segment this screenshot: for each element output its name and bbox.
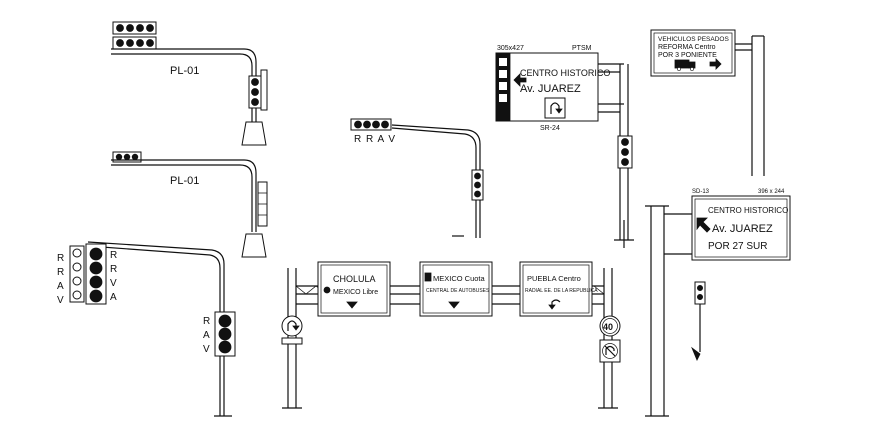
arrow-right-icon xyxy=(513,73,527,87)
arrow-down-icon xyxy=(448,301,460,309)
gantry-sign3-line1: PUEBLA Centro xyxy=(527,274,581,283)
letter-v-2: V xyxy=(110,278,117,289)
u-turn-icon xyxy=(544,97,566,119)
signal-head-vertical xyxy=(248,69,268,111)
sr24-line1: CENTRO HISTORICO xyxy=(520,68,610,78)
letter-r-3: R xyxy=(110,250,117,261)
sign-sr24-structure: CENTRO HISTORICO Av. JUAREZ 305x427 PTSM… xyxy=(495,45,634,248)
u-turn-icon xyxy=(548,299,561,310)
letter-a-3: A xyxy=(203,330,210,341)
no-u-turn-icon xyxy=(599,339,621,363)
gantry-sign2-line2: CENTRAL DE AUTOBUSES xyxy=(426,288,490,294)
truck-line2: REFORMA Centro xyxy=(658,44,716,51)
sd13-code: SD-13 xyxy=(692,189,710,195)
sd13-size: 396 x 244 xyxy=(758,189,785,195)
pole-bottom-left: R R A V R R V A R A V xyxy=(57,241,236,417)
gantry-sign1-line1: CHOLULA xyxy=(333,274,376,284)
pedestrian-signal xyxy=(691,281,706,361)
arrow-up-left-icon xyxy=(696,217,711,233)
pole-center-rrav: R R A V xyxy=(350,118,484,238)
pole-label-middle: PL-01 xyxy=(170,175,199,187)
sd13-line2: Av. JUAREZ xyxy=(712,223,773,235)
arrow-right-icon xyxy=(709,58,722,70)
pole-pl01-top: PL-01 xyxy=(111,21,268,146)
sign-sd13-structure: SD-13 396 x 244 CENTRO HISTORICO Av. JUA… xyxy=(645,189,791,417)
gantry-sign3-line2: RADIAL EE. DE LA REPUBLICA xyxy=(525,288,598,294)
gantry-sign1-line2: MEXICO Libre xyxy=(333,289,378,296)
pole-label-top: PL-01 xyxy=(170,65,199,77)
sr24-code-right: PTSM xyxy=(572,45,592,52)
letter-r-2: R xyxy=(57,267,64,278)
letter-a-2: A xyxy=(110,292,117,303)
sr24-code-below: SR-24 xyxy=(540,125,560,132)
u-turn-icon xyxy=(281,315,303,345)
truck-line3: POR 3 PONIENTE xyxy=(658,52,717,59)
letter-r-5: R xyxy=(203,316,210,327)
letter-r-4: R xyxy=(110,264,117,275)
sign-truck-structure: VEHICULOS PESADOS REFORMA Centro POR 3 P… xyxy=(650,29,765,176)
pole-pl01-middle: PL-01 xyxy=(111,151,268,258)
truck-line1: VEHICULOS PESADOS xyxy=(658,36,729,43)
letter-v-3: V xyxy=(203,344,210,355)
truck-icon xyxy=(674,59,696,71)
speed-limit-value: 40 xyxy=(603,322,613,332)
sd13-line1: CENTRO HISTORICO xyxy=(708,206,788,215)
rrav-letters: R R A V xyxy=(354,134,396,145)
gantry-sign2-line1: MEXICO Cuota xyxy=(433,274,486,283)
letter-v-1: V xyxy=(57,295,64,306)
sr24-size: 305x427 xyxy=(497,45,524,52)
letter-a-1: A xyxy=(57,281,64,292)
arrow-down-icon xyxy=(346,301,358,309)
gantry-structure: CHOLULA MEXICO Libre MEXICO Cuota CENTRA… xyxy=(281,261,621,409)
sr24-line2: Av. JUAREZ xyxy=(520,83,581,95)
sd13-line3: POR 27 SUR xyxy=(708,241,767,252)
signal-head-horizontal-top xyxy=(112,21,157,50)
letter-r-1: R xyxy=(57,253,64,264)
speed-limit-sign: 40 xyxy=(599,315,621,337)
